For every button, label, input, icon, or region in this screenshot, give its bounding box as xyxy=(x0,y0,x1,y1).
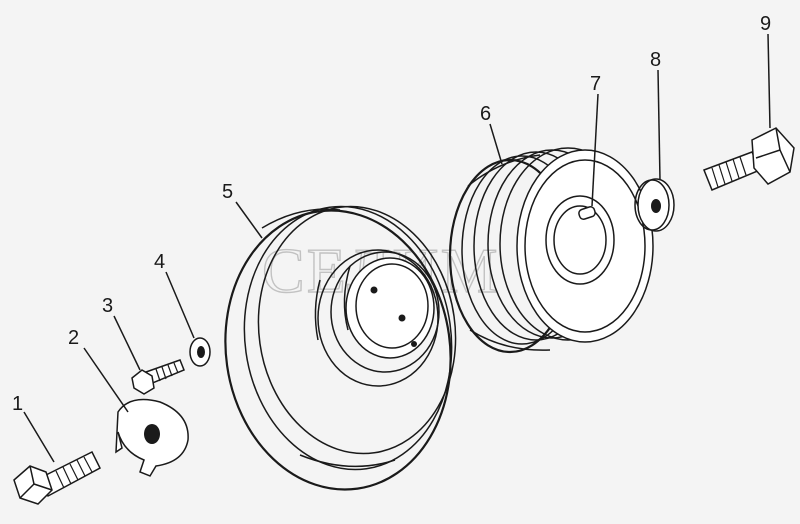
leader-5 xyxy=(235,201,263,239)
callout-4: 4 xyxy=(154,251,165,273)
part-6-pulley xyxy=(448,147,654,354)
part-9-bolt xyxy=(703,127,795,191)
leader-7 xyxy=(591,93,599,207)
part-1-bolt xyxy=(13,450,101,505)
leader-lines xyxy=(23,33,771,463)
callout-7: 7 xyxy=(590,73,601,95)
callout-3: 3 xyxy=(102,295,113,317)
leader-6 xyxy=(489,123,503,165)
leader-3 xyxy=(113,315,141,371)
leader-4 xyxy=(165,271,195,339)
part-4-washer xyxy=(189,337,211,367)
part-2-lock-plate xyxy=(115,398,189,477)
leader-1 xyxy=(23,411,55,463)
part-3-bolt xyxy=(131,359,185,395)
leader-2 xyxy=(83,347,129,413)
callout-9: 9 xyxy=(760,13,771,35)
callout-6: 6 xyxy=(480,103,491,125)
callout-5: 5 xyxy=(222,181,233,203)
leader-9 xyxy=(767,33,771,129)
callout-8: 8 xyxy=(650,49,661,71)
part-8-washer xyxy=(634,178,675,232)
part-7-key xyxy=(578,206,596,220)
leader-8 xyxy=(657,69,661,181)
callout-1: 1 xyxy=(12,393,23,415)
part-5-pulley xyxy=(224,205,457,491)
callout-2: 2 xyxy=(68,327,79,349)
